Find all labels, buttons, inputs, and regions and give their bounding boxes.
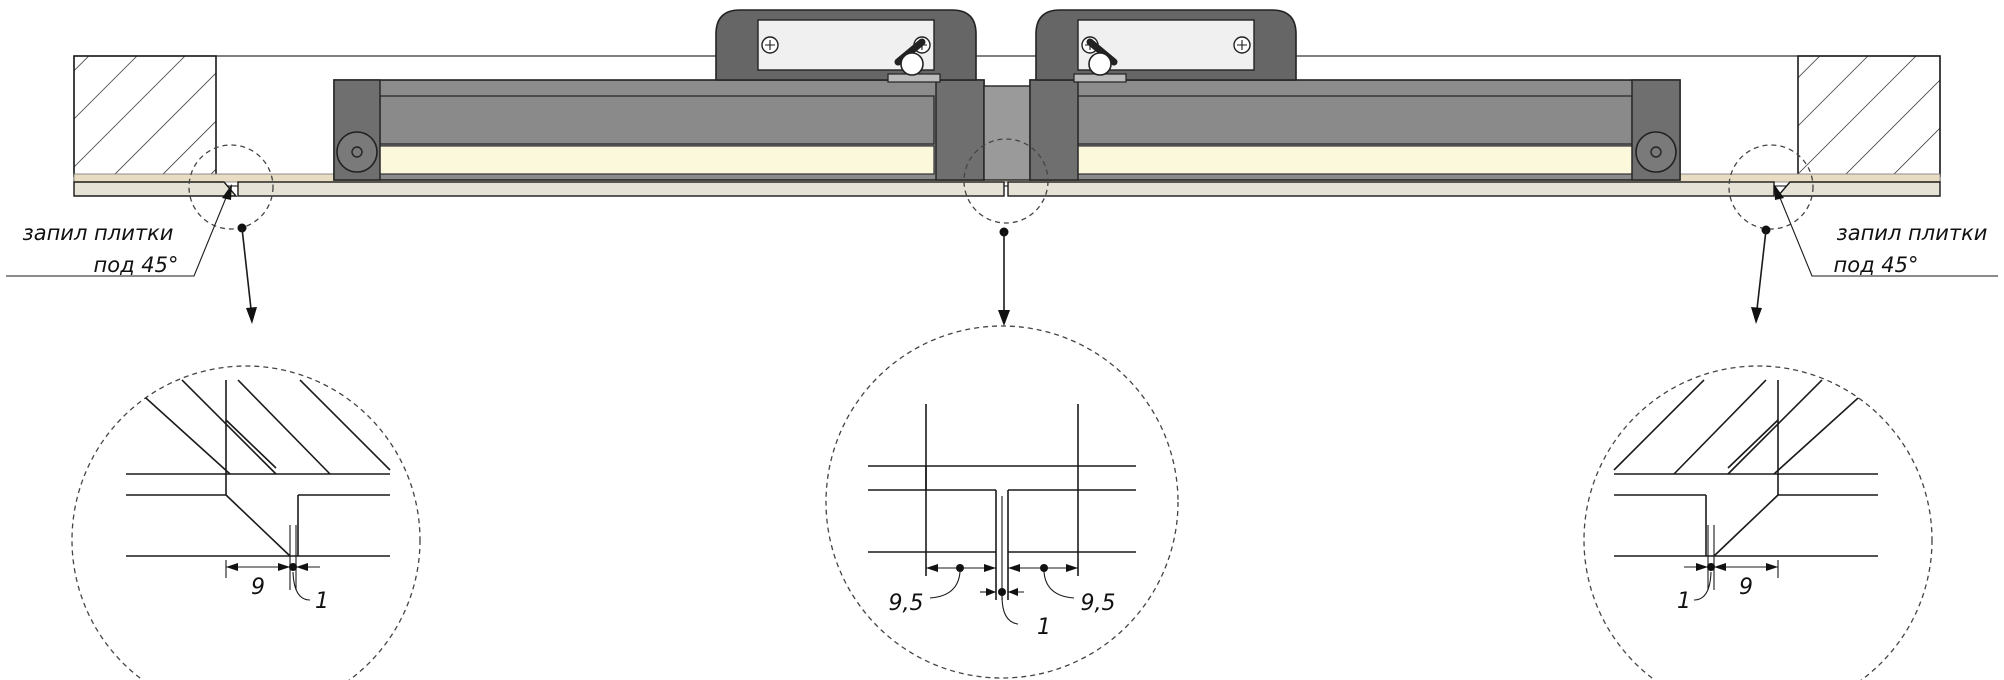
left-hinge-pivot-icon xyxy=(336,131,378,173)
center-gap-profile xyxy=(983,85,1031,181)
center-joint-label: 1 xyxy=(1037,615,1051,640)
left-door-frame xyxy=(333,79,985,181)
detail-center: 9,5 9,5 1 xyxy=(825,325,1179,679)
callout-leaders xyxy=(6,184,1998,277)
center-right-profile xyxy=(1029,79,1079,181)
left-frame-channel xyxy=(379,95,935,145)
main-section xyxy=(73,9,1941,197)
left-light-strip xyxy=(379,145,935,175)
right-joint-label: 1 xyxy=(1677,589,1691,614)
detail-left: 9 1 xyxy=(71,365,421,680)
detail-center-circle xyxy=(825,325,1179,679)
right-frame-channel xyxy=(1077,95,1633,145)
arrowhead-icon xyxy=(998,310,1010,326)
detail-leaders xyxy=(237,223,1771,326)
right-pivot-hole xyxy=(1650,146,1662,158)
left-pivot-hole xyxy=(351,146,363,158)
tile-left-door xyxy=(237,181,1005,197)
center-left-profile xyxy=(935,79,985,181)
tile-left-fixed xyxy=(73,181,238,197)
detail-marker-center xyxy=(963,138,1049,224)
right-latch xyxy=(1035,9,1297,83)
detail-left-circle xyxy=(71,365,421,680)
left-wall xyxy=(73,55,217,177)
center-profiles xyxy=(935,79,1079,181)
tile-right-fixed xyxy=(1776,181,1941,197)
right-light-strip xyxy=(1077,145,1633,175)
detail-right: 9 1 xyxy=(1583,365,1933,680)
arrowhead-icon xyxy=(1774,184,1784,200)
arrowhead-icon xyxy=(1751,307,1762,324)
right-latch-knob-icon xyxy=(1088,52,1112,76)
detail-right-circle xyxy=(1583,365,1933,680)
right-wall xyxy=(1797,55,1941,177)
tile-right-door xyxy=(1007,181,1775,197)
detail-marker-left xyxy=(188,144,274,230)
right-callout-line xyxy=(1775,187,1998,277)
leader-line xyxy=(241,227,253,319)
left-latch-knob-icon xyxy=(900,52,924,76)
arrowhead-icon xyxy=(246,307,257,324)
right-hinge-pivot-icon xyxy=(1635,131,1677,173)
right-gap-width-label: 9 xyxy=(1739,575,1753,600)
left-joint-label: 1 xyxy=(315,589,329,614)
center-left-width-label: 9,5 xyxy=(889,591,924,616)
left-callout-line1: запил плитки xyxy=(23,221,174,245)
left-callout-line xyxy=(6,187,231,277)
right-callout-line2: под 45° xyxy=(1834,253,1919,277)
right-callout-line1: запил плитки xyxy=(1837,221,1988,245)
right-door-frame xyxy=(1029,79,1681,181)
arrowhead-icon xyxy=(222,184,232,200)
center-right-width-label: 9,5 xyxy=(1081,591,1116,616)
left-gap-width-label: 9 xyxy=(251,575,265,600)
left-callout-line2: под 45° xyxy=(94,253,179,277)
screw-slot-icon xyxy=(1237,40,1247,50)
tiles xyxy=(73,181,1941,197)
left-latch xyxy=(715,9,977,83)
leader-line xyxy=(1755,229,1767,319)
detail-marker-right xyxy=(1728,144,1814,230)
screw-slot-icon xyxy=(765,40,775,50)
